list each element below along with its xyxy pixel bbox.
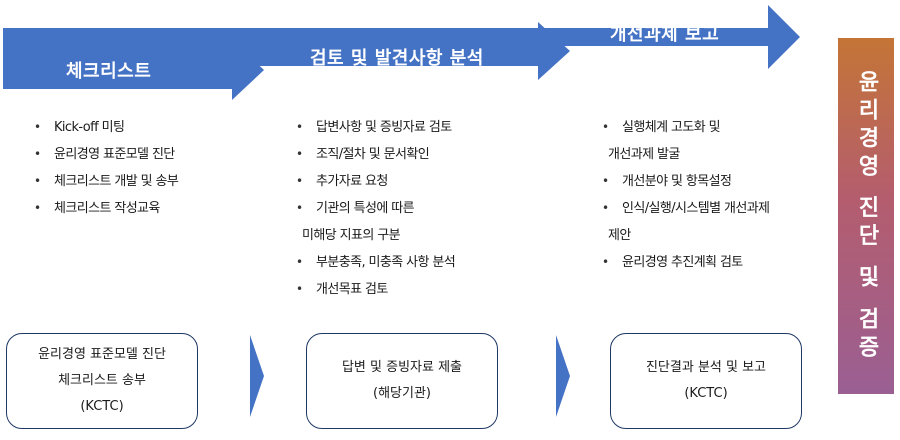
list-item: 인식/실행/시스템별 개선과제 <box>598 195 770 222</box>
list-item: 실행체계 고도화 및 <box>598 114 769 141</box>
list-item: 부분충족, 미충족 사항 분석 <box>292 249 456 276</box>
list-item: 기관의 특성에 따른 <box>292 195 455 222</box>
stage-title-review: 검토 및 발견사항 분석 <box>310 48 484 69</box>
stage-title-checklist: 체크리스트 <box>66 61 152 82</box>
list-item: 윤리경영 표준모델 진단 <box>30 141 178 168</box>
deliverable-box-review: 답변 및 증빙자료 제출 (해당기관) <box>306 333 498 429</box>
box-line: 답변 및 증빙자료 제출 <box>341 360 463 375</box>
list-item: 추가자료 요청 <box>292 168 455 195</box>
list-item: 조직/절차 및 문서확인 <box>292 141 455 168</box>
chevron-arrow-1 <box>250 335 264 417</box>
list-item: Kick-off 미팅 <box>30 114 178 141</box>
box-line: (KCTC) <box>684 386 728 401</box>
list-item: 개선목표 검토 <box>292 276 455 303</box>
arrow-stage-1 <box>3 40 264 100</box>
box-line: 윤리경영 표준모델 진단 <box>38 347 166 362</box>
deliverable-box-checklist: 윤리경영 표준모델 진단 체크리스트 송부 (KCTC) <box>6 333 198 429</box>
stage-title-report: 개선과제 보고 <box>610 24 720 45</box>
side-title-banner: 윤리경영 진단 및 검증 <box>838 38 894 394</box>
list-item: 체크리스트 작성교육 <box>30 195 178 222</box>
list-item: 윤리경영 추진계획 검토 <box>598 249 769 276</box>
report-task-list: 실행체계 고도화 및 개선과제 발굴 개선분야 및 항목설정 인식/실행/시스템… <box>598 114 770 276</box>
checklist-task-list: Kick-off 미팅 윤리경영 표준모델 진단 체크리스트 개발 및 송부 체… <box>30 114 179 222</box>
deliverable-box-report: 진단결과 분석 및 보고 (KCTC) <box>610 333 802 429</box>
list-item: 개선분야 및 항목설정 <box>598 168 769 195</box>
chevron-arrow-2 <box>556 335 570 417</box>
review-task-list: 답변사항 및 증빙자료 검토 조직/절차 및 문서확인 추가자료 요청 기관의 … <box>292 114 456 303</box>
list-item-continued: 미해당 지표의 구분 <box>302 228 401 243</box>
box-line: 체크리스트 송부 <box>58 373 146 388</box>
box-line: (KCTC) <box>80 399 124 414</box>
box-line: 진단결과 분석 및 보고 <box>645 360 767 375</box>
list-item: 답변사항 및 증빙자료 검토 <box>292 114 455 141</box>
list-item-continued: 개선과제 발굴 <box>608 147 680 162</box>
list-item: 체크리스트 개발 및 송부 <box>30 168 179 195</box>
side-title: 윤리경영 진단 및 검증 <box>854 69 879 363</box>
list-item-continued: 제안 <box>608 228 631 243</box>
box-line: (해당기관) <box>373 386 431 401</box>
